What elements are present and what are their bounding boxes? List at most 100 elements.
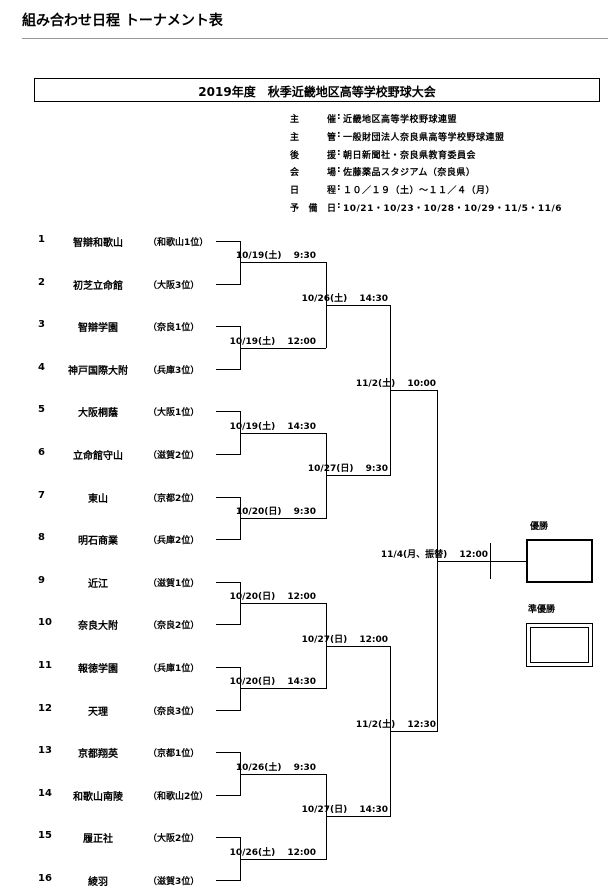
team-prefecture-rank: （兵庫3位） [148, 365, 200, 376]
team-seed: 8 [38, 532, 45, 544]
semifinal-match-label: 11/2(土) 10:00 [355, 379, 436, 390]
team-prefecture-rank: （大阪2位） [148, 834, 200, 845]
team-line [216, 539, 240, 541]
team-name: 神戸国際大附 [68, 365, 128, 377]
team-prefecture-rank: （和歌山2位） [148, 791, 209, 802]
info-colon: : [337, 129, 341, 140]
info-value: 一般財団法人奈良県高等学校野球連盟 [343, 132, 505, 143]
team-seed: 16 [38, 873, 52, 884]
round1-match-label: 10/19(土) 12:00 [229, 336, 316, 347]
team-line [216, 496, 240, 498]
semifinal-match-label: 11/2(土) 12:30 [355, 719, 436, 730]
round1-line [240, 262, 326, 264]
team-name: 京都翔英 [78, 749, 118, 761]
runnerup-box-inner [530, 626, 589, 663]
team-line [216, 709, 240, 711]
final-tick [490, 542, 491, 579]
team-prefecture-rank: （奈良3位） [148, 706, 200, 717]
round1-match-label: 10/20(日) 14:30 [229, 677, 316, 688]
team-name: 天理 [88, 706, 108, 718]
team-name: 報徳学園 [78, 664, 118, 675]
info-key: 主管 [290, 132, 336, 143]
info-value: 近畿地区高等学校野球連盟 [343, 115, 458, 125]
info-colon: : [337, 183, 341, 194]
team-prefecture-rank: （兵庫1位） [148, 664, 200, 674]
team-prefecture-rank: （大阪3位） [148, 280, 200, 291]
round1-line [240, 688, 326, 690]
team-prefecture-rank: （京都2位） [148, 493, 200, 504]
team-prefecture-rank: （和歌山1位） [148, 238, 209, 248]
team-seed: 10 [38, 617, 52, 629]
info-key: 後援 [290, 150, 336, 161]
team-name: 初芝立命館 [73, 280, 123, 292]
info-value: 10/21・10/23・10/28・10/29・11/5・11/6 [343, 204, 562, 214]
round2-line [326, 475, 390, 477]
team-prefecture-rank: （大阪1位） [148, 408, 200, 419]
tournament-title: 2019年度 秋季近畿地区高等学校野球大会 [198, 85, 436, 99]
team-seed: 13 [38, 745, 52, 757]
team-line [216, 454, 240, 455]
team-prefecture-rank: （奈良2位） [148, 621, 200, 632]
team-name: 大阪桐蔭 [78, 408, 118, 420]
info-colon: : [337, 165, 341, 176]
team-seed: 7 [38, 489, 45, 501]
team-name: 東山 [88, 493, 108, 505]
round1-line [240, 603, 326, 605]
round1-line [240, 517, 326, 519]
round1-line [240, 773, 326, 775]
title-box: 2019年度 秋季近畿地区高等学校野球大会 [34, 78, 600, 102]
team-line [216, 241, 240, 242]
team-seed: 14 [38, 787, 52, 799]
info-colon: : [337, 201, 341, 211]
team-prefecture-rank: （兵庫2位） [148, 536, 200, 547]
runnerup-box [526, 622, 593, 667]
team-seed: 15 [38, 830, 52, 842]
round1-match-label: 10/20(日) 9:30 [235, 506, 316, 517]
team-name: 奈良大附 [78, 621, 118, 633]
info-colon: : [337, 112, 341, 122]
team-name: 履正社 [83, 834, 113, 846]
team-prefecture-rank: （滋賀3位） [148, 877, 200, 887]
team-seed: 4 [38, 361, 45, 373]
round2-line [326, 645, 390, 647]
team-prefecture-rank: （京都1位） [148, 749, 200, 760]
info-colon: : [337, 147, 341, 158]
team-line [216, 752, 240, 754]
final-line [437, 560, 526, 562]
team-seed: 6 [38, 447, 45, 458]
info-key: 会場 [290, 168, 336, 179]
round2-match-label: 10/26(土) 14:30 [301, 293, 388, 304]
team-seed: 12 [38, 702, 52, 714]
team-seed: 1 [38, 234, 45, 245]
round1-match-label: 10/26(土) 12:00 [229, 847, 316, 858]
info-value: 朝日新聞社・奈良県教育委員会 [343, 150, 477, 161]
team-line [216, 880, 240, 881]
team-line [216, 837, 240, 839]
team-seed: 2 [38, 276, 45, 288]
team-seed: 5 [38, 404, 45, 416]
info-value: １０／１９（土）～１１／４（月） [343, 186, 496, 197]
page-heading: 組み合わせ日程 トーナメント表 [22, 13, 223, 29]
info-key: 主催 [290, 115, 336, 125]
info-value: 佐藤薬品スタジアム（奈良県） [343, 168, 476, 179]
winner-box [526, 538, 593, 583]
team-prefecture-rank: （奈良1位） [148, 323, 200, 334]
team-name: 智辯和歌山 [73, 238, 123, 249]
team-seed: 9 [38, 574, 45, 586]
team-line [216, 667, 240, 668]
team-name: 和歌山南陵 [73, 791, 123, 803]
team-prefecture-rank: （滋賀2位） [148, 451, 200, 461]
semifinal-line [390, 390, 437, 392]
final-match-label: 11/4(月、振替) 12:00 [380, 549, 488, 560]
heading-divider [22, 38, 608, 39]
round1-line [240, 432, 326, 434]
round1-match-label: 10/19(土) 14:30 [229, 421, 316, 432]
team-seed: 11 [38, 660, 52, 671]
info-key: 日程 [290, 186, 336, 197]
round1-line [240, 347, 326, 349]
team-name: 智辯学園 [78, 323, 118, 335]
team-line [216, 368, 240, 370]
round2-match-label: 10/27(日) 14:30 [301, 805, 388, 816]
team-line [216, 326, 240, 328]
team-name: 綾羽 [88, 877, 108, 888]
